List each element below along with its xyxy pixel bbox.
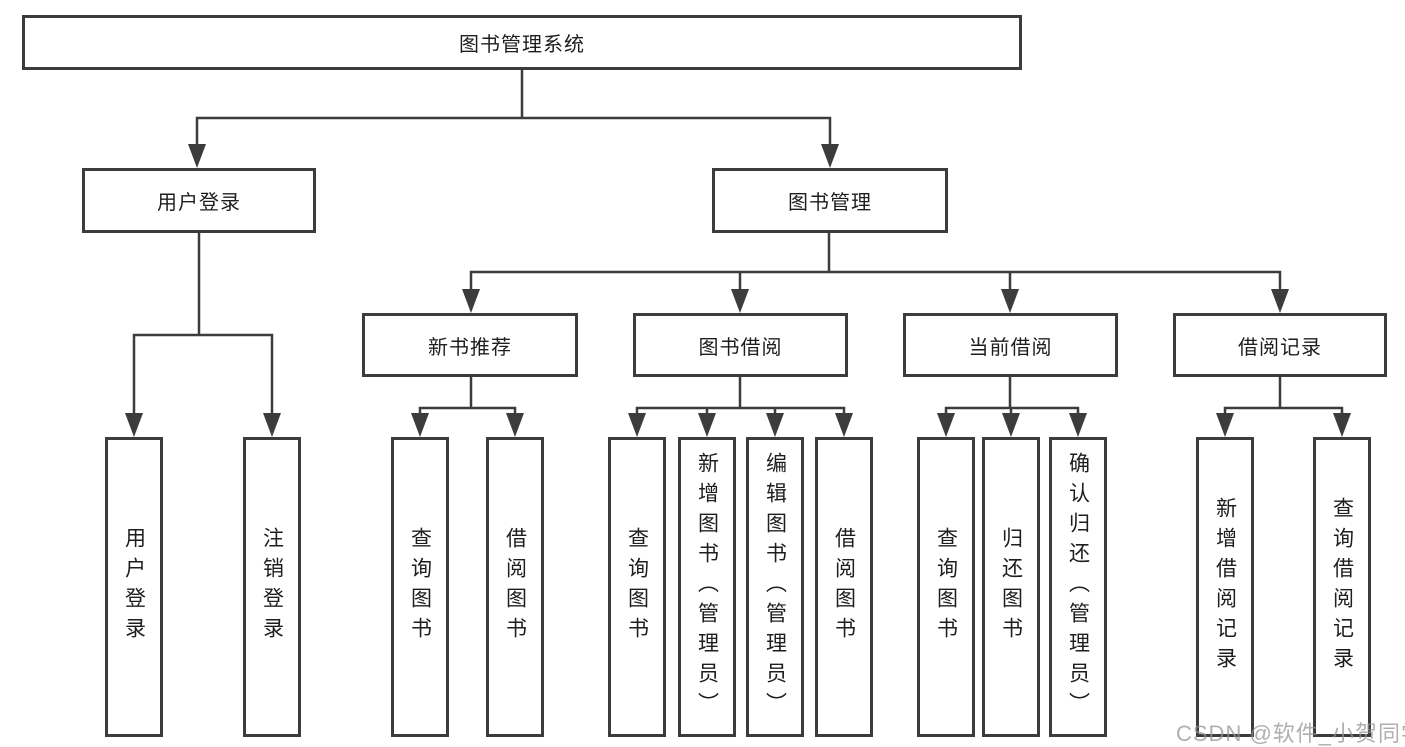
leaf-add-book-admin: 新增图书（管理员）	[678, 437, 736, 737]
arrowhead-icon	[1271, 289, 1289, 313]
arrowhead-icon	[1002, 413, 1020, 437]
leaf-label: 借阅图书	[503, 527, 527, 647]
node-label: 图书管理	[788, 192, 872, 214]
node-label: 当前借阅	[968, 336, 1053, 359]
arrowhead-icon	[628, 413, 646, 437]
leaf-label: 查询图书	[408, 527, 432, 647]
arrowhead-icon	[821, 144, 839, 168]
leaf-label: 查询图书	[625, 527, 649, 647]
arrowhead-icon	[188, 144, 206, 168]
node-book-management: 图书管理	[712, 168, 948, 233]
node-borrow-record: 借阅记录	[1173, 313, 1387, 377]
node-book-borrow: 图书借阅	[633, 313, 848, 377]
arrowhead-icon	[731, 289, 749, 313]
node-label: 用户登录	[157, 192, 241, 214]
leaf-return-book: 归还图书	[982, 437, 1040, 737]
arrowhead-icon	[698, 413, 716, 437]
node-user-login: 用户登录	[82, 168, 316, 233]
leaf-label: 注销登录	[260, 527, 284, 647]
leaf-label: 新增图书（管理员）	[695, 452, 719, 722]
leaf-borrow-book: 借阅图书	[815, 437, 873, 737]
node-label: 新书推荐	[428, 336, 512, 359]
leaf-add-borrow-record: 新增借阅记录	[1196, 437, 1254, 737]
node-label: 借阅记录	[1238, 336, 1322, 359]
node-root-label: 图书管理系统	[459, 34, 585, 56]
arrowhead-icon	[1001, 289, 1019, 313]
leaf-user-login: 用户登录	[105, 437, 163, 737]
arrowhead-icon	[125, 413, 143, 437]
arrowhead-icon	[1333, 413, 1351, 437]
leaf-borrow-book-recommend: 借阅图书	[486, 437, 544, 737]
leaf-label: 新增借阅记录	[1213, 497, 1237, 677]
node-new-book-recommend: 新书推荐	[362, 313, 578, 377]
leaf-label: 用户登录	[122, 527, 146, 647]
leaf-label: 归还图书	[999, 527, 1023, 647]
leaf-label: 借阅图书	[832, 527, 856, 647]
arrowhead-icon	[462, 289, 480, 313]
arrowhead-icon	[1069, 413, 1087, 437]
leaf-label: 确认归还（管理员）	[1066, 452, 1090, 722]
leaf-label: 查询借阅记录	[1330, 497, 1354, 677]
arrowhead-icon	[937, 413, 955, 437]
arrowhead-icon	[766, 413, 784, 437]
leaf-label: 编辑图书（管理员）	[763, 452, 787, 722]
node-label: 图书借阅	[698, 336, 783, 359]
arrowhead-icon	[835, 413, 853, 437]
leaf-confirm-return-admin: 确认归还（管理员）	[1049, 437, 1107, 737]
node-root: 图书管理系统	[22, 15, 1022, 70]
leaf-query-book-recommend: 查询图书	[391, 437, 449, 737]
arrowhead-icon	[1216, 413, 1234, 437]
node-current-borrow: 当前借阅	[903, 313, 1118, 377]
leaf-query-borrow-record: 查询借阅记录	[1313, 437, 1371, 737]
leaf-logout: 注销登录	[243, 437, 301, 737]
arrowhead-icon	[263, 413, 281, 437]
arrowhead-icon	[411, 413, 429, 437]
leaf-query-book-current: 查询图书	[917, 437, 975, 737]
leaf-label: 查询图书	[934, 527, 958, 647]
arrowhead-icon	[506, 413, 524, 437]
leaf-edit-book-admin: 编辑图书（管理员）	[746, 437, 804, 737]
leaf-query-book: 查询图书	[608, 437, 666, 737]
